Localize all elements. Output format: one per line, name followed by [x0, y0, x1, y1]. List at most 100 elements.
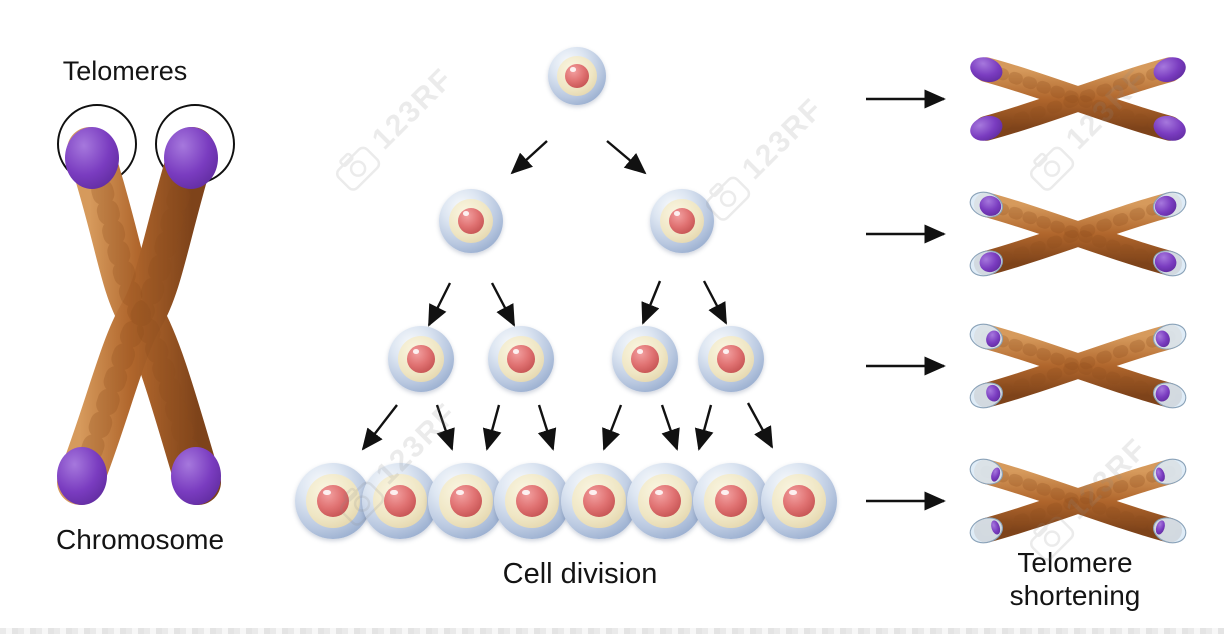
telomere-cap — [1155, 520, 1165, 535]
cell-generation-1 — [548, 47, 606, 105]
cell-generation-4 — [494, 463, 570, 539]
cell-cytoplasm — [621, 335, 669, 383]
cell-nucleus — [717, 345, 745, 373]
cell-generation-3 — [488, 326, 554, 392]
telomere-stage-chromosome-4 — [958, 446, 1198, 556]
arrow — [660, 404, 680, 451]
watermark-text: 123RF — [1059, 431, 1154, 526]
cell-nucleus — [564, 63, 590, 89]
arrow — [694, 404, 714, 451]
telomere-cap — [1154, 195, 1177, 216]
cell-generation-4 — [295, 463, 371, 539]
arrow — [435, 404, 455, 451]
cell-nucleus — [450, 485, 482, 517]
cell-nucleus — [715, 485, 747, 517]
telomere-cap — [57, 447, 107, 505]
telomere-lost-sheath — [1152, 517, 1187, 544]
cell-nucleus — [583, 485, 615, 517]
telomere-cap — [164, 127, 218, 189]
chromosome-svg — [969, 458, 1187, 544]
telomere-lost-sheath — [969, 191, 1004, 218]
telomere-lost-sheath — [969, 517, 1004, 544]
telomere-cap — [970, 115, 1003, 141]
arrow — [606, 140, 647, 175]
telomere-cap — [979, 195, 1002, 216]
arrow — [482, 404, 502, 451]
cell-cytoplasm — [704, 474, 758, 528]
telomere-stage-chromosome-2 — [958, 179, 1198, 289]
watermark: 123RF — [328, 61, 462, 195]
camera-icon — [335, 146, 381, 191]
camera-icon — [1029, 146, 1075, 191]
cell-nucleus — [783, 485, 815, 517]
cell-nucleus — [507, 345, 535, 373]
bottom-edge-artifact — [0, 628, 1224, 634]
cell-cytoplasm — [439, 474, 493, 528]
camera-icon — [705, 176, 751, 221]
watermark-text: 123RF — [1059, 61, 1154, 156]
arrow — [602, 404, 623, 451]
chromosome-svg — [969, 323, 1187, 409]
watermark: 123RF — [698, 91, 832, 225]
telomere-lost-sheath — [969, 250, 1004, 277]
cell-cytoplasm — [448, 198, 494, 244]
telomere-cap — [986, 330, 1001, 348]
telomere-shortening-label-line2: shortening — [1009, 580, 1141, 611]
cell-generation-4 — [627, 463, 703, 539]
telomere-cap — [991, 467, 1001, 482]
telomeres-label: Telomeres — [62, 56, 188, 86]
telomere-lost-sheath — [969, 323, 1004, 350]
cell-cytoplasm — [373, 474, 427, 528]
telomere-lost-sheath — [969, 458, 1004, 485]
cell-nucleus — [631, 345, 659, 373]
cell-generation-4 — [761, 463, 837, 539]
telomere-stage-chromosome-1 — [958, 44, 1198, 154]
telomere-lost-sheath — [969, 382, 1004, 409]
telomere-cap — [979, 252, 1002, 273]
arrow — [361, 404, 398, 451]
watermark-text: 123RF — [735, 91, 830, 186]
cell-generation-2 — [650, 189, 714, 253]
telomere-cap — [1153, 115, 1186, 141]
watermark: 123RF — [1022, 61, 1156, 195]
telomere-cap — [1154, 252, 1177, 273]
watermark: 123RF — [1022, 431, 1156, 565]
cell-nucleus — [317, 485, 349, 517]
cell-division-label: Cell division — [502, 558, 658, 590]
cell-cytoplasm — [707, 335, 755, 383]
telomere-cap — [970, 57, 1003, 83]
chromosome-svg — [969, 191, 1187, 277]
watermark-text: 123RF — [365, 61, 460, 156]
cell-cytoplasm — [556, 55, 598, 97]
arrow — [537, 404, 557, 451]
cell-generation-4 — [428, 463, 504, 539]
cell-generation-4 — [693, 463, 769, 539]
telomere-cap — [986, 384, 1001, 402]
cell-generation-3 — [388, 326, 454, 392]
arrow — [746, 402, 774, 449]
telomere-stage-chromosome-3 — [958, 311, 1198, 421]
cell-nucleus — [516, 485, 548, 517]
cell-cytoplasm — [397, 335, 445, 383]
telomere-cap — [1153, 57, 1186, 83]
cell-nucleus — [668, 207, 696, 235]
cell-nucleus — [649, 485, 681, 517]
cell-nucleus — [457, 207, 485, 235]
cell-cytoplasm — [572, 474, 626, 528]
chromosome-svg — [970, 57, 1186, 141]
cell-nucleus — [384, 485, 416, 517]
telomere-lost-sheath — [1152, 382, 1187, 409]
cell-generation-3 — [612, 326, 678, 392]
arrow — [702, 280, 728, 325]
cell-cytoplasm — [306, 474, 360, 528]
cell-generation-4 — [561, 463, 637, 539]
cell-nucleus — [407, 345, 435, 373]
chromosome-svg — [57, 127, 221, 505]
arrow — [427, 282, 452, 327]
chromosome-illustration — [26, 116, 256, 516]
telomere-cap — [1155, 330, 1170, 348]
cell-generation-3 — [698, 326, 764, 392]
arrow — [490, 282, 516, 327]
cell-generation-2 — [439, 189, 503, 253]
